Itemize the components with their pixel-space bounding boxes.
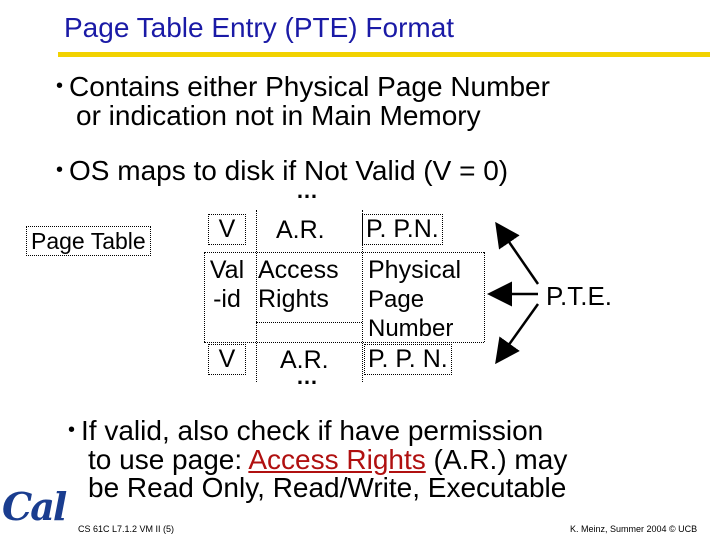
slide-title: Page Table Entry (PTE) Format — [64, 12, 455, 43]
bullet-1: •Contains either Physical Page Number — [56, 71, 550, 102]
bullet-3-line-3: be Read Only, Read/Write, Executable — [88, 472, 567, 503]
row-divider-bottom — [204, 342, 484, 343]
bullet-dot: • — [56, 159, 64, 181]
column-divider-2 — [362, 210, 363, 382]
footer-left: CS 61C L7.1.2 VM II (5) — [78, 524, 175, 534]
entry-bottom-v: V — [208, 344, 246, 375]
arrow-up — [495, 221, 540, 285]
entry-physical-page-number-label: Physical Page Number — [368, 256, 462, 342]
entry-top-ar: A.R. — [276, 216, 325, 244]
pte-arrows — [487, 221, 540, 365]
bullet-dot: • — [56, 75, 64, 97]
title-underline — [58, 52, 710, 57]
entry-valid-label: Val -id — [209, 256, 245, 313]
entry-top-v: V — [208, 214, 246, 245]
bullet-dot: • — [68, 419, 76, 441]
access-rights-link[interactable]: Access Rights — [248, 444, 426, 475]
column-divider-1 — [256, 210, 257, 382]
page-table-label: Page Table — [26, 226, 151, 256]
ellipsis-top: … — [296, 178, 319, 203]
bullet-2: •OS maps to disk if Not Valid (V = 0) — [56, 155, 509, 186]
entry-bottom-ar: A.R. — [280, 346, 329, 374]
ellipsis-bottom: … — [296, 364, 319, 389]
bullet-3-line-2: to use page: Access Rights (A.R.) may — [88, 444, 568, 475]
column-border-left — [204, 252, 205, 342]
bullet-3: •If valid, also check if have permission — [68, 415, 544, 446]
entry-top-ppn: P. P.N. — [362, 214, 443, 245]
entry-bottom-ppn: P. P. N. — [364, 344, 452, 375]
cal-logo: Cal — [2, 484, 67, 529]
entry-access-rights-label: Access Rights — [258, 256, 339, 313]
rights-underline — [256, 322, 362, 323]
footer-right: K. Meinz, Summer 2004 © UCB — [570, 524, 698, 534]
pte-label: P.T.E. — [546, 281, 613, 311]
bullet-1-continuation: or indication not in Main Memory — [76, 100, 481, 131]
column-border-right — [484, 252, 485, 342]
row-divider-top — [204, 252, 484, 253]
arrow-down — [495, 303, 540, 365]
